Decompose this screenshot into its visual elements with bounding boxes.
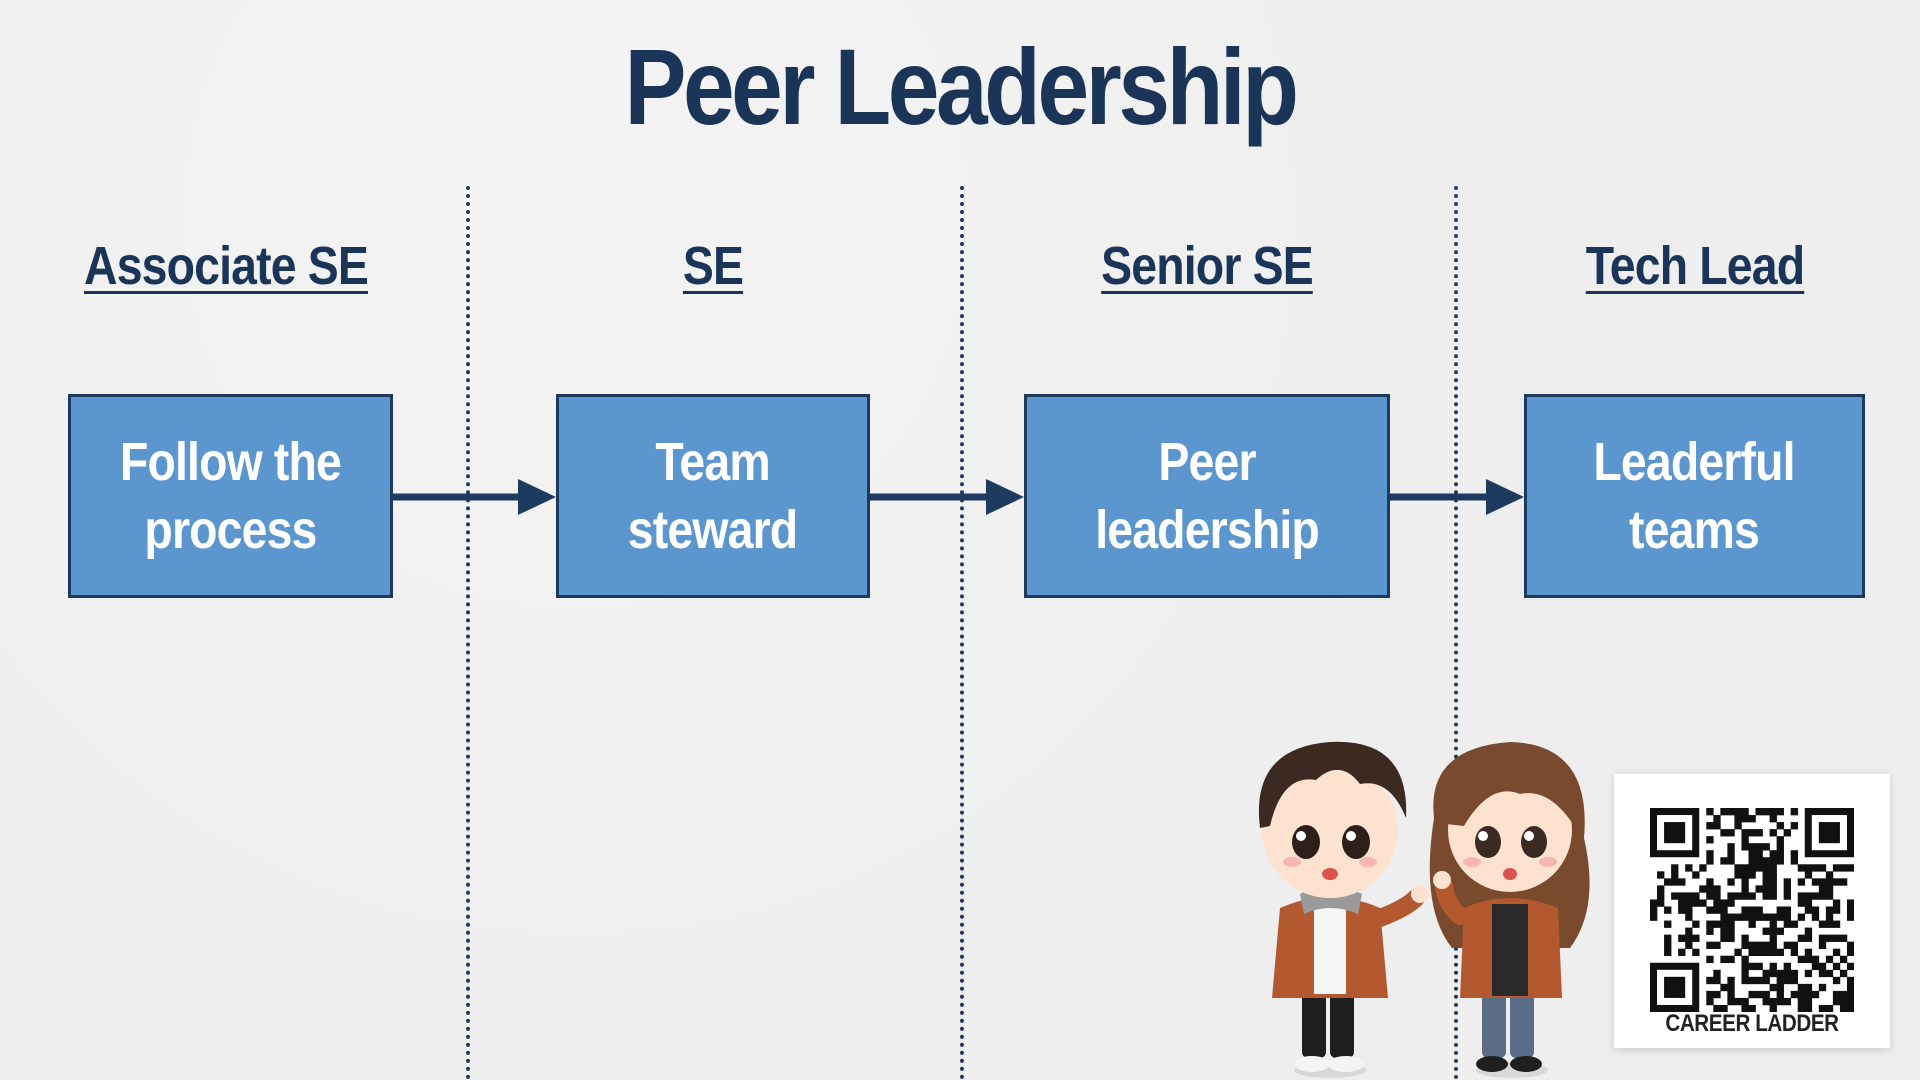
- stage-label-se: SE: [682, 236, 744, 296]
- stage-box-peer-leadership: Peer leadership: [1024, 394, 1390, 598]
- divider-2: [960, 186, 964, 1080]
- boy-character: [1258, 741, 1429, 1078]
- box-line: steward: [628, 500, 798, 560]
- qr-caption: CAREER LADDER: [1665, 1010, 1839, 1037]
- page-title: Peer Leadership: [624, 26, 1299, 147]
- divider-1: [466, 186, 470, 1080]
- qr-card[interactable]: CAREER LADDER: [1614, 774, 1890, 1048]
- box-line: teams: [1629, 500, 1761, 560]
- characters-illustration: [1258, 741, 1590, 1078]
- girl-character: [1429, 742, 1590, 1078]
- box-line: Leaderful: [1593, 432, 1796, 492]
- stage-label-senior-se: Senior SE: [1101, 236, 1313, 296]
- box-line: leadership: [1095, 500, 1320, 560]
- box-line: process: [144, 500, 317, 560]
- box-line: Follow the: [120, 432, 342, 492]
- box-line: Peer: [1158, 432, 1256, 492]
- stage-box-leaderful-teams: Leaderful teams: [1524, 394, 1865, 598]
- arrow-right-icon: [870, 479, 1024, 515]
- box-line: Team: [655, 432, 771, 492]
- stage-label-tech-lead: Tech Lead: [1585, 236, 1805, 296]
- arrow-right-icon: [393, 479, 556, 515]
- stage-box-team-steward: Team steward: [556, 394, 870, 598]
- stage-label-associate-se: Associate SE: [84, 236, 369, 296]
- divider-3: [1454, 186, 1458, 1080]
- stage-box-follow-the-process: Follow the process: [68, 394, 393, 598]
- qr-code-icon[interactable]: [1650, 808, 1854, 1012]
